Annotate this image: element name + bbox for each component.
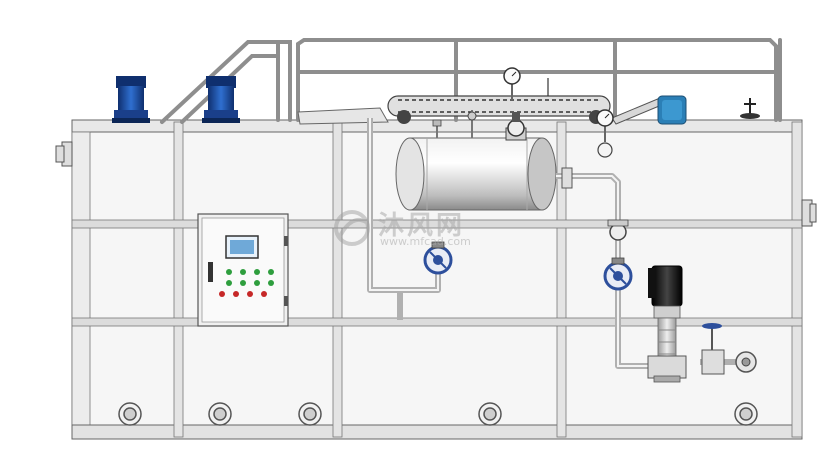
pressure-gauge-inlet	[432, 110, 477, 138]
check-valve	[607, 219, 629, 241]
stop-button	[261, 291, 267, 297]
agitator-motor-right	[202, 76, 240, 123]
butterfly-valve-right	[603, 257, 633, 291]
indicator-light	[240, 269, 246, 275]
watermark-logo	[334, 210, 370, 246]
indicator-light	[268, 269, 274, 275]
indicator-light	[254, 280, 260, 286]
indicator-light	[240, 280, 246, 286]
drain-flange	[118, 402, 142, 426]
drain-flange	[208, 402, 232, 426]
scraper-chain	[387, 78, 760, 125]
handrail	[160, 38, 782, 124]
frame-posts	[173, 121, 803, 438]
agitator-motor-left	[112, 76, 150, 123]
drain-flange	[734, 402, 758, 426]
stop-button	[247, 291, 253, 297]
stop-button	[233, 291, 239, 297]
pressure-vessel	[395, 112, 557, 211]
indicator-light	[268, 280, 274, 286]
gate-valve	[701, 323, 757, 375]
vertical-pump	[647, 265, 687, 383]
indicator-light	[254, 269, 260, 275]
drain-flange	[478, 402, 502, 426]
butterfly-valve-left	[423, 241, 453, 275]
indicator-light	[226, 269, 232, 275]
base-flanges	[118, 402, 758, 426]
pressure-gauge-right	[596, 109, 614, 158]
control-panel	[197, 213, 289, 327]
stop-button	[219, 291, 225, 297]
indicator-light	[226, 280, 232, 286]
key-switch	[208, 262, 213, 282]
side-flanges	[55, 141, 817, 227]
inlet-chute	[297, 107, 389, 125]
drain-flange	[298, 402, 322, 426]
pressure-gauge-top	[503, 67, 521, 100]
